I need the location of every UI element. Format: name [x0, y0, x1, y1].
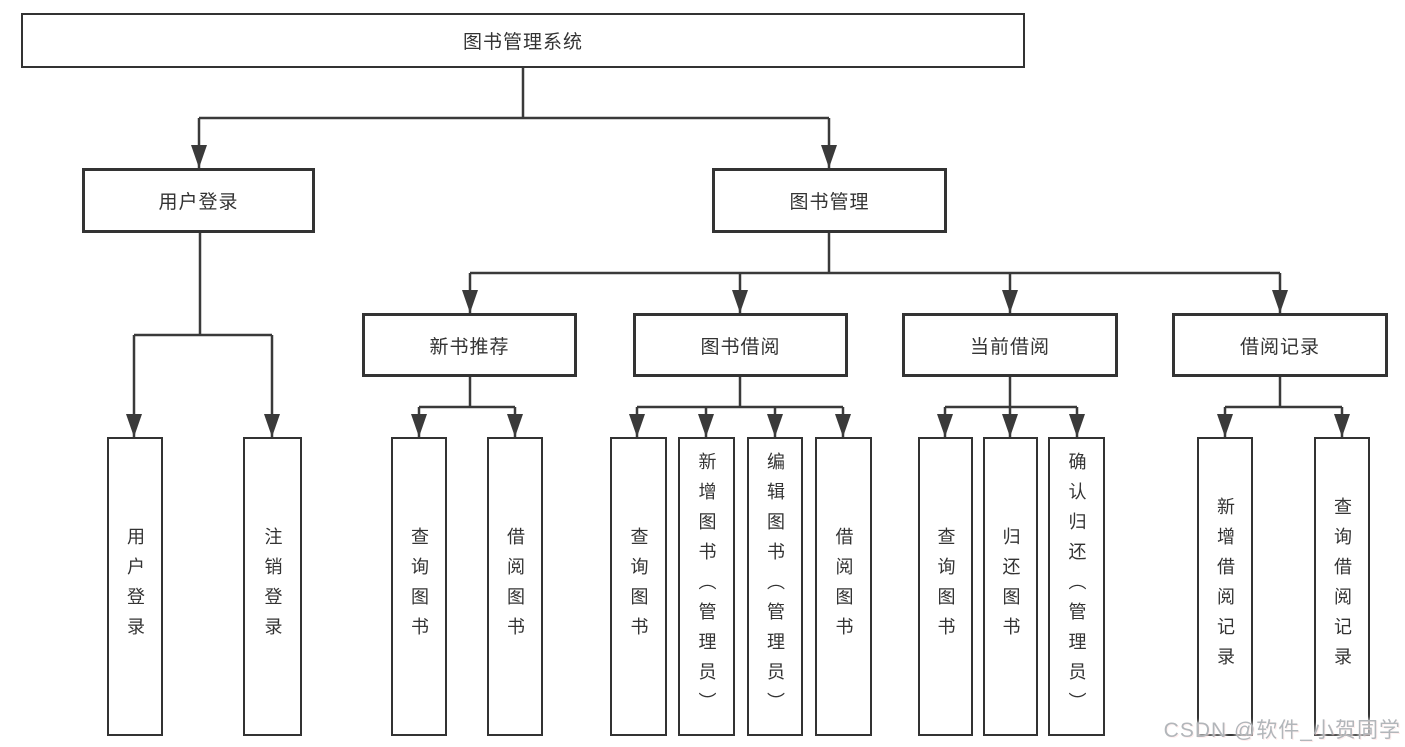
leaf-label: 查询图书: [409, 526, 429, 647]
node-label: 新书推荐: [429, 336, 510, 358]
leaf-edit-books-admin: 编辑图书（管理员）: [747, 437, 803, 736]
arrowhead-icon: [821, 145, 837, 168]
arrowhead-icon: [462, 290, 478, 313]
leaf-label: 编辑图书（管理员）: [765, 451, 785, 722]
leaf-confirm-return-admin: 确认归还（管理员）: [1048, 437, 1105, 736]
node-label: 借阅记录: [1239, 336, 1320, 358]
node-library-management-system: 图书管理系统: [21, 13, 1025, 68]
leaf-label: 查询图书: [628, 526, 649, 647]
leaf-query-books: 查询图书: [918, 437, 973, 736]
arrowhead-icon: [1217, 414, 1233, 437]
arrowhead-icon: [264, 414, 280, 437]
arrowhead-icon: [1272, 290, 1288, 313]
node-label: 当前借阅: [969, 336, 1050, 358]
arrowhead-icon: [1002, 290, 1018, 313]
leaf-label: 查询图书: [935, 526, 956, 647]
arrowhead-icon: [767, 414, 783, 437]
node-book-management: 图书管理: [712, 168, 947, 233]
arrowhead-icon: [1069, 414, 1085, 437]
arrowhead-icon: [1002, 414, 1018, 437]
node-label: 图书管理: [789, 192, 870, 213]
arrowhead-icon: [126, 414, 142, 437]
arrowhead-icon: [411, 414, 427, 437]
arrowhead-icon: [732, 290, 748, 313]
leaf-label: 确认归还（管理员）: [1066, 451, 1087, 722]
node-label: 图书管理系统: [462, 32, 583, 53]
leaf-label: 归还图书: [1000, 526, 1021, 647]
leaf-label: 借阅图书: [505, 526, 525, 647]
arrowhead-icon: [191, 145, 207, 168]
arrowhead-icon: [1334, 414, 1350, 437]
leaf-label: 新增借阅记录: [1215, 496, 1235, 677]
leaf-return-books: 归还图书: [983, 437, 1038, 736]
arrowhead-icon: [629, 414, 645, 437]
node-label: 用户登录: [158, 192, 239, 213]
node-label: 图书借阅: [700, 336, 781, 358]
node-user-login: 用户登录: [82, 168, 315, 233]
leaf-logout: 注销登录: [243, 437, 302, 736]
node-borrowing-records: 借阅记录: [1172, 313, 1388, 377]
leaf-add-books-admin: 新增图书（管理员）: [678, 437, 735, 736]
arrowhead-icon: [835, 414, 851, 437]
leaf-borrow-books: 借阅图书: [487, 437, 543, 736]
node-book-borrowing: 图书借阅: [633, 313, 848, 377]
leaf-label: 查询借阅记录: [1332, 496, 1352, 677]
leaf-label: 用户登录: [125, 526, 145, 647]
leaf-add-borrow-record: 新增借阅记录: [1197, 437, 1253, 736]
leaf-label: 借阅图书: [833, 526, 854, 647]
leaf-label: 注销登录: [262, 526, 283, 647]
node-new-book-recommendation: 新书推荐: [362, 313, 577, 377]
arrowhead-icon: [937, 414, 953, 437]
leaf-query-books: 查询图书: [610, 437, 667, 736]
leaf-borrow-books: 借阅图书: [815, 437, 872, 736]
arrowhead-icon: [698, 414, 714, 437]
node-current-borrowing: 当前借阅: [902, 313, 1118, 377]
leaf-query-books: 查询图书: [391, 437, 447, 736]
leaf-user-login: 用户登录: [107, 437, 163, 736]
arrowhead-icon: [507, 414, 523, 437]
leaf-query-borrow-record: 查询借阅记录: [1314, 437, 1370, 736]
csdn-watermark: CSDN @软件_小贺同学: [1163, 719, 1401, 742]
leaf-label: 新增图书（管理员）: [696, 451, 717, 722]
